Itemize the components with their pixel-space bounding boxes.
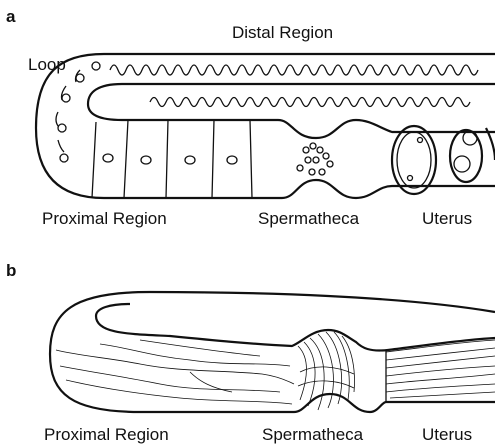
loop-nuclei [56,70,80,152]
distal-region-label: Distal Region [232,23,333,42]
panel-b-label: b [6,261,16,280]
spermatheca-label-a: Spermatheca [258,209,360,228]
upper-nuclei-row [110,65,478,75]
oocyte-nucleus [103,154,113,162]
oocyte-nucleus [185,156,195,164]
panel-a: a Distal Region Loop Proximal Region Spe… [6,7,495,228]
proximal-sheath-fibers [56,340,294,404]
oocyte-nucleus [141,156,151,164]
proximal-oocytes [92,120,252,198]
embryo [392,126,436,194]
loop-cells [58,62,100,162]
uterus-label-a: Uterus [422,209,472,228]
uterus-embryos [392,126,495,194]
germ-cell-nuclei [56,65,478,152]
uterus-label-b: Uterus [422,425,472,444]
uterus-fibers [386,340,495,402]
panel-a-label: a [6,7,16,26]
lower-nuclei-row [150,98,470,107]
sheath-inner-wall [96,304,495,351]
panel-b: b Proximal Region Spermatheca Uterus [6,261,495,444]
proximal-region-label-a: Proximal Region [42,209,167,228]
sheath-outer-wall [50,292,495,412]
embryo-shell [397,132,431,188]
spermatheca-label-b: Spermatheca [262,425,364,444]
proximal-region-label-b: Proximal Region [44,425,169,444]
gonad-inner-lumen [88,84,495,138]
oocyte-dividers [92,120,252,198]
oocyte-nucleus [227,156,237,164]
spermatheca-sperm [297,143,333,175]
